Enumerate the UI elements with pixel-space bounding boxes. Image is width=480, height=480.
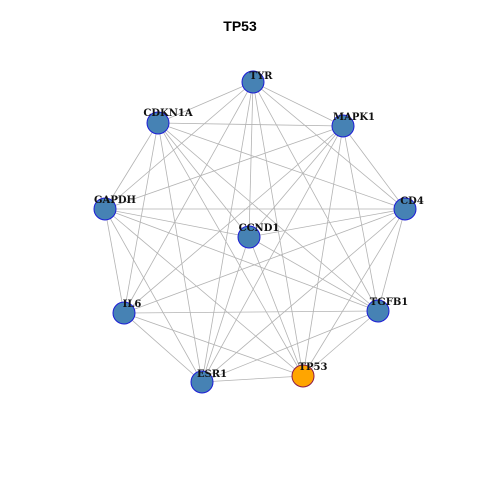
edge-mapk1-ccnd1: [248, 125, 344, 238]
node-label-mapk1: MAPK1: [333, 112, 375, 123]
edge-gapdh-il6: [104, 208, 125, 314]
edge-cdkn1a-il6: [123, 122, 159, 314]
node-mapk1[interactable]: [331, 114, 355, 138]
edge-mapk1-tgfb1: [342, 125, 379, 312]
figure-title: TP53: [223, 18, 257, 34]
edge-cd4-esr1: [201, 208, 406, 383]
edge-il6-tgfb1: [123, 310, 379, 314]
edge-tyr-mapk1: [252, 81, 344, 127]
edge-cdkn1a-esr1: [157, 122, 203, 383]
node-layer: [93, 70, 417, 394]
edge-cdkn1a-cd4: [157, 122, 406, 210]
edge-esr1-tp53: [201, 375, 304, 383]
node-label-cdkn1a: CDKN1A: [143, 108, 192, 119]
node-esr1[interactable]: [190, 370, 214, 394]
edge-cd4-ccnd1: [248, 208, 406, 238]
node-label-il6: IL6: [123, 299, 142, 310]
edge-tgfb1-esr1: [201, 310, 379, 383]
edge-mapk1-cd4: [342, 125, 406, 210]
edge-mapk1-esr1: [201, 125, 344, 383]
edge-gapdh-esr1: [104, 208, 203, 383]
node-label-tgfb1: TGFB1: [370, 297, 409, 308]
edge-tyr-il6: [123, 81, 254, 314]
edge-ccnd1-tp53: [248, 236, 304, 377]
node-label-esr1: ESR1: [197, 369, 227, 380]
edge-cdkn1a-mapk1: [157, 122, 344, 127]
edge-ccnd1-tgfb1: [248, 236, 379, 312]
edge-cdkn1a-gapdh: [104, 122, 159, 210]
edge-tgfb1-tp53: [302, 310, 379, 377]
edge-tyr-esr1: [201, 81, 254, 383]
node-label-cd4: CD4: [400, 196, 424, 207]
edge-mapk1-gapdh: [104, 125, 344, 210]
node-label-gapdh: GAPDH: [94, 195, 136, 206]
edge-gapdh-tp53: [104, 208, 304, 377]
node-il6[interactable]: [112, 301, 136, 325]
edge-cdkn1a-tgfb1: [157, 122, 379, 312]
node-tyr[interactable]: [241, 70, 265, 94]
node-label-tyr: TYR: [250, 71, 274, 82]
edge-tyr-cd4: [252, 81, 406, 210]
edge-cd4-tgfb1: [377, 208, 406, 312]
edge-cd4-tp53: [302, 208, 406, 377]
edge-tyr-ccnd1: [248, 81, 254, 238]
edge-cdkn1a-ccnd1: [157, 122, 250, 238]
edge-il6-esr1: [123, 312, 203, 383]
node-cd4[interactable]: [393, 197, 417, 221]
edge-tyr-tgfb1: [252, 81, 379, 312]
node-label-ccnd1: CCND1: [239, 223, 280, 234]
node-ccnd1[interactable]: [237, 225, 261, 249]
edge-cdkn1a-tp53: [157, 122, 304, 377]
node-gapdh[interactable]: [93, 197, 117, 221]
edge-ccnd1-esr1: [201, 236, 250, 383]
edge-gapdh-ccnd1: [104, 208, 250, 238]
edge-cd4-il6: [123, 208, 406, 314]
node-tp53[interactable]: [291, 364, 315, 388]
edge-tyr-cdkn1a: [157, 81, 254, 124]
edge-tyr-gapdh: [104, 81, 254, 210]
edge-mapk1-il6: [123, 125, 344, 314]
edge-layer: [104, 81, 406, 383]
node-label-tp53: TP53: [299, 362, 328, 373]
node-tgfb1[interactable]: [366, 299, 390, 323]
edge-il6-tp53: [123, 312, 304, 377]
edge-mapk1-tp53: [302, 125, 344, 377]
node-cdkn1a[interactable]: [146, 111, 170, 135]
edge-tyr-tp53: [252, 81, 304, 377]
